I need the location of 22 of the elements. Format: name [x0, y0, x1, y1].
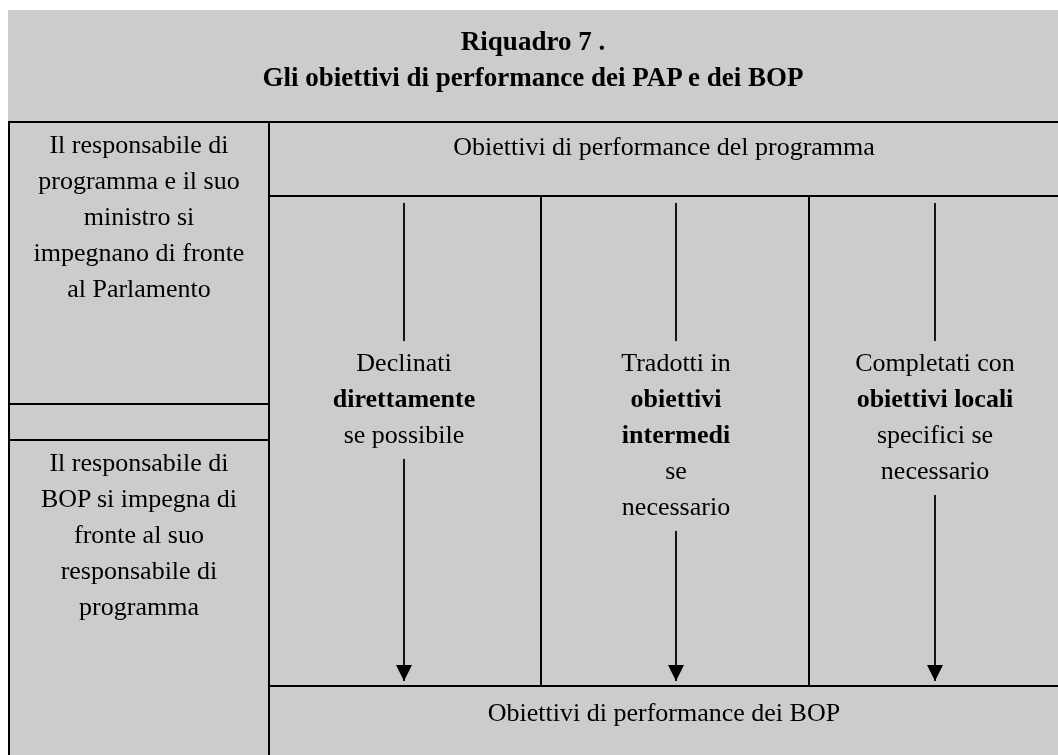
connector-line [934, 202, 936, 342]
table-cell [268, 121, 1058, 197]
arrow [926, 494, 944, 682]
subtitle: Gli obiettivi di performance dei PAP e dei BOP [261, 61, 805, 94]
title: Riquadro 7 . [459, 25, 607, 58]
connector-line [403, 202, 405, 342]
table-cell [8, 121, 270, 405]
column-cell [540, 195, 810, 687]
column-cell [808, 195, 1058, 687]
cell-text: Obiettivi di performance dei BOP [486, 697, 842, 729]
cell-text: Il responsabile di programma e il suo ministro si impegnano di fronte al Parlamento [32, 129, 246, 305]
cell-text: Il responsabile di BOP si impegna di fronte al suo responsabile di programma [39, 447, 239, 623]
table-cell [268, 685, 1058, 755]
cell-text: Obiettivi di performance del programma [452, 131, 876, 163]
step-text: Completati con obiettivi locali specifici se necessario [834, 345, 1036, 489]
column-cell [268, 195, 542, 687]
arrow [395, 458, 413, 682]
arrow [667, 530, 685, 682]
connector-line [675, 202, 677, 342]
step-text: Declinati direttamente se possibile [328, 345, 480, 453]
step-text: Tradotti in obiettivi intermedi se necessario [616, 345, 736, 525]
table-cell [8, 439, 270, 755]
